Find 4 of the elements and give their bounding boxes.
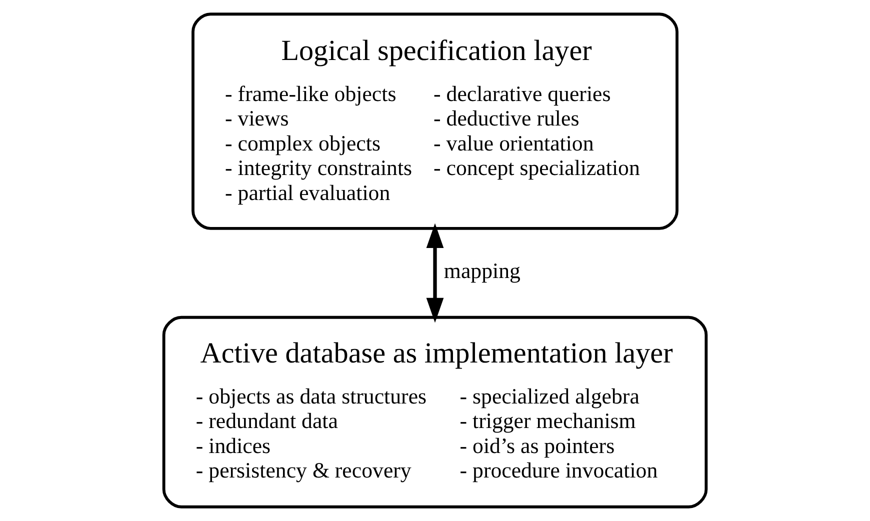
node-box: Logical specification layer - frame-like objects - views - complex objects - integrity constraints - partial evaluation - declarative queries - deductive rules - value orientation - concept specialization [192, 12, 678, 230]
node-box: Active database as implementation layer - objects as data structures - redundant data - indices - persistency & recovery - specialized algebra - trigger mechanism - oid’s as pointers - procedure invocation [162, 316, 708, 508]
edge-label: mapping [444, 258, 520, 283]
arrow [426, 223, 444, 323]
